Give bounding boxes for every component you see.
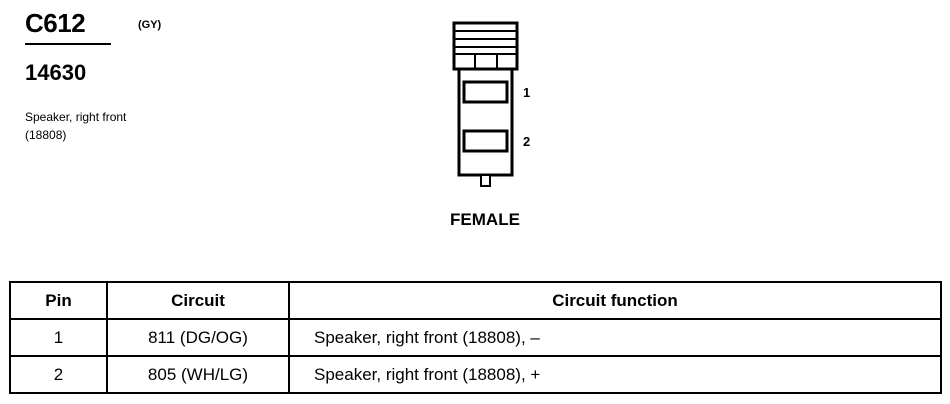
connector-id-underline xyxy=(25,43,111,45)
cell-circuit: 811 (DG/OG) xyxy=(106,318,290,357)
column-header-pin: Pin xyxy=(9,281,108,320)
table-row: 2 805 (WH/LG) Speaker, right front (1880… xyxy=(9,355,942,394)
table-header-row: Pin Circuit Circuit function xyxy=(9,281,942,320)
pin-label-1: 1 xyxy=(523,85,530,100)
part-number: 14630 xyxy=(25,60,87,85)
connector-id: C612 xyxy=(25,8,86,38)
description-line-1: Speaker, right front xyxy=(25,110,127,124)
connector-bottom-tab xyxy=(480,174,491,187)
cell-function: Speaker, right front (18808), – xyxy=(288,318,942,357)
column-header-circuit: Circuit xyxy=(106,281,290,320)
connector-face-diagram: 1 2 xyxy=(452,21,530,187)
cell-circuit: 805 (WH/LG) xyxy=(106,355,290,394)
table-row: 1 811 (DG/OG) Speaker, right front (1880… xyxy=(9,318,942,357)
column-header-function: Circuit function xyxy=(288,281,942,320)
pin-label-2: 2 xyxy=(523,134,530,149)
pin-table: Pin Circuit Circuit function 1 811 (DG/O… xyxy=(9,281,942,394)
connector-color-code: (GY) xyxy=(138,19,162,31)
cell-pin: 1 xyxy=(9,318,108,357)
description-line-2: (18808) xyxy=(25,128,67,142)
pin-cavity-2 xyxy=(462,129,509,153)
connector-description: Speaker, right front (18808) xyxy=(25,108,126,144)
pin-cavity-1 xyxy=(462,80,509,104)
cell-function: Speaker, right front (18808), + xyxy=(288,355,942,394)
connector-gender-label: FEMALE xyxy=(450,210,520,229)
cell-pin: 2 xyxy=(9,355,108,394)
